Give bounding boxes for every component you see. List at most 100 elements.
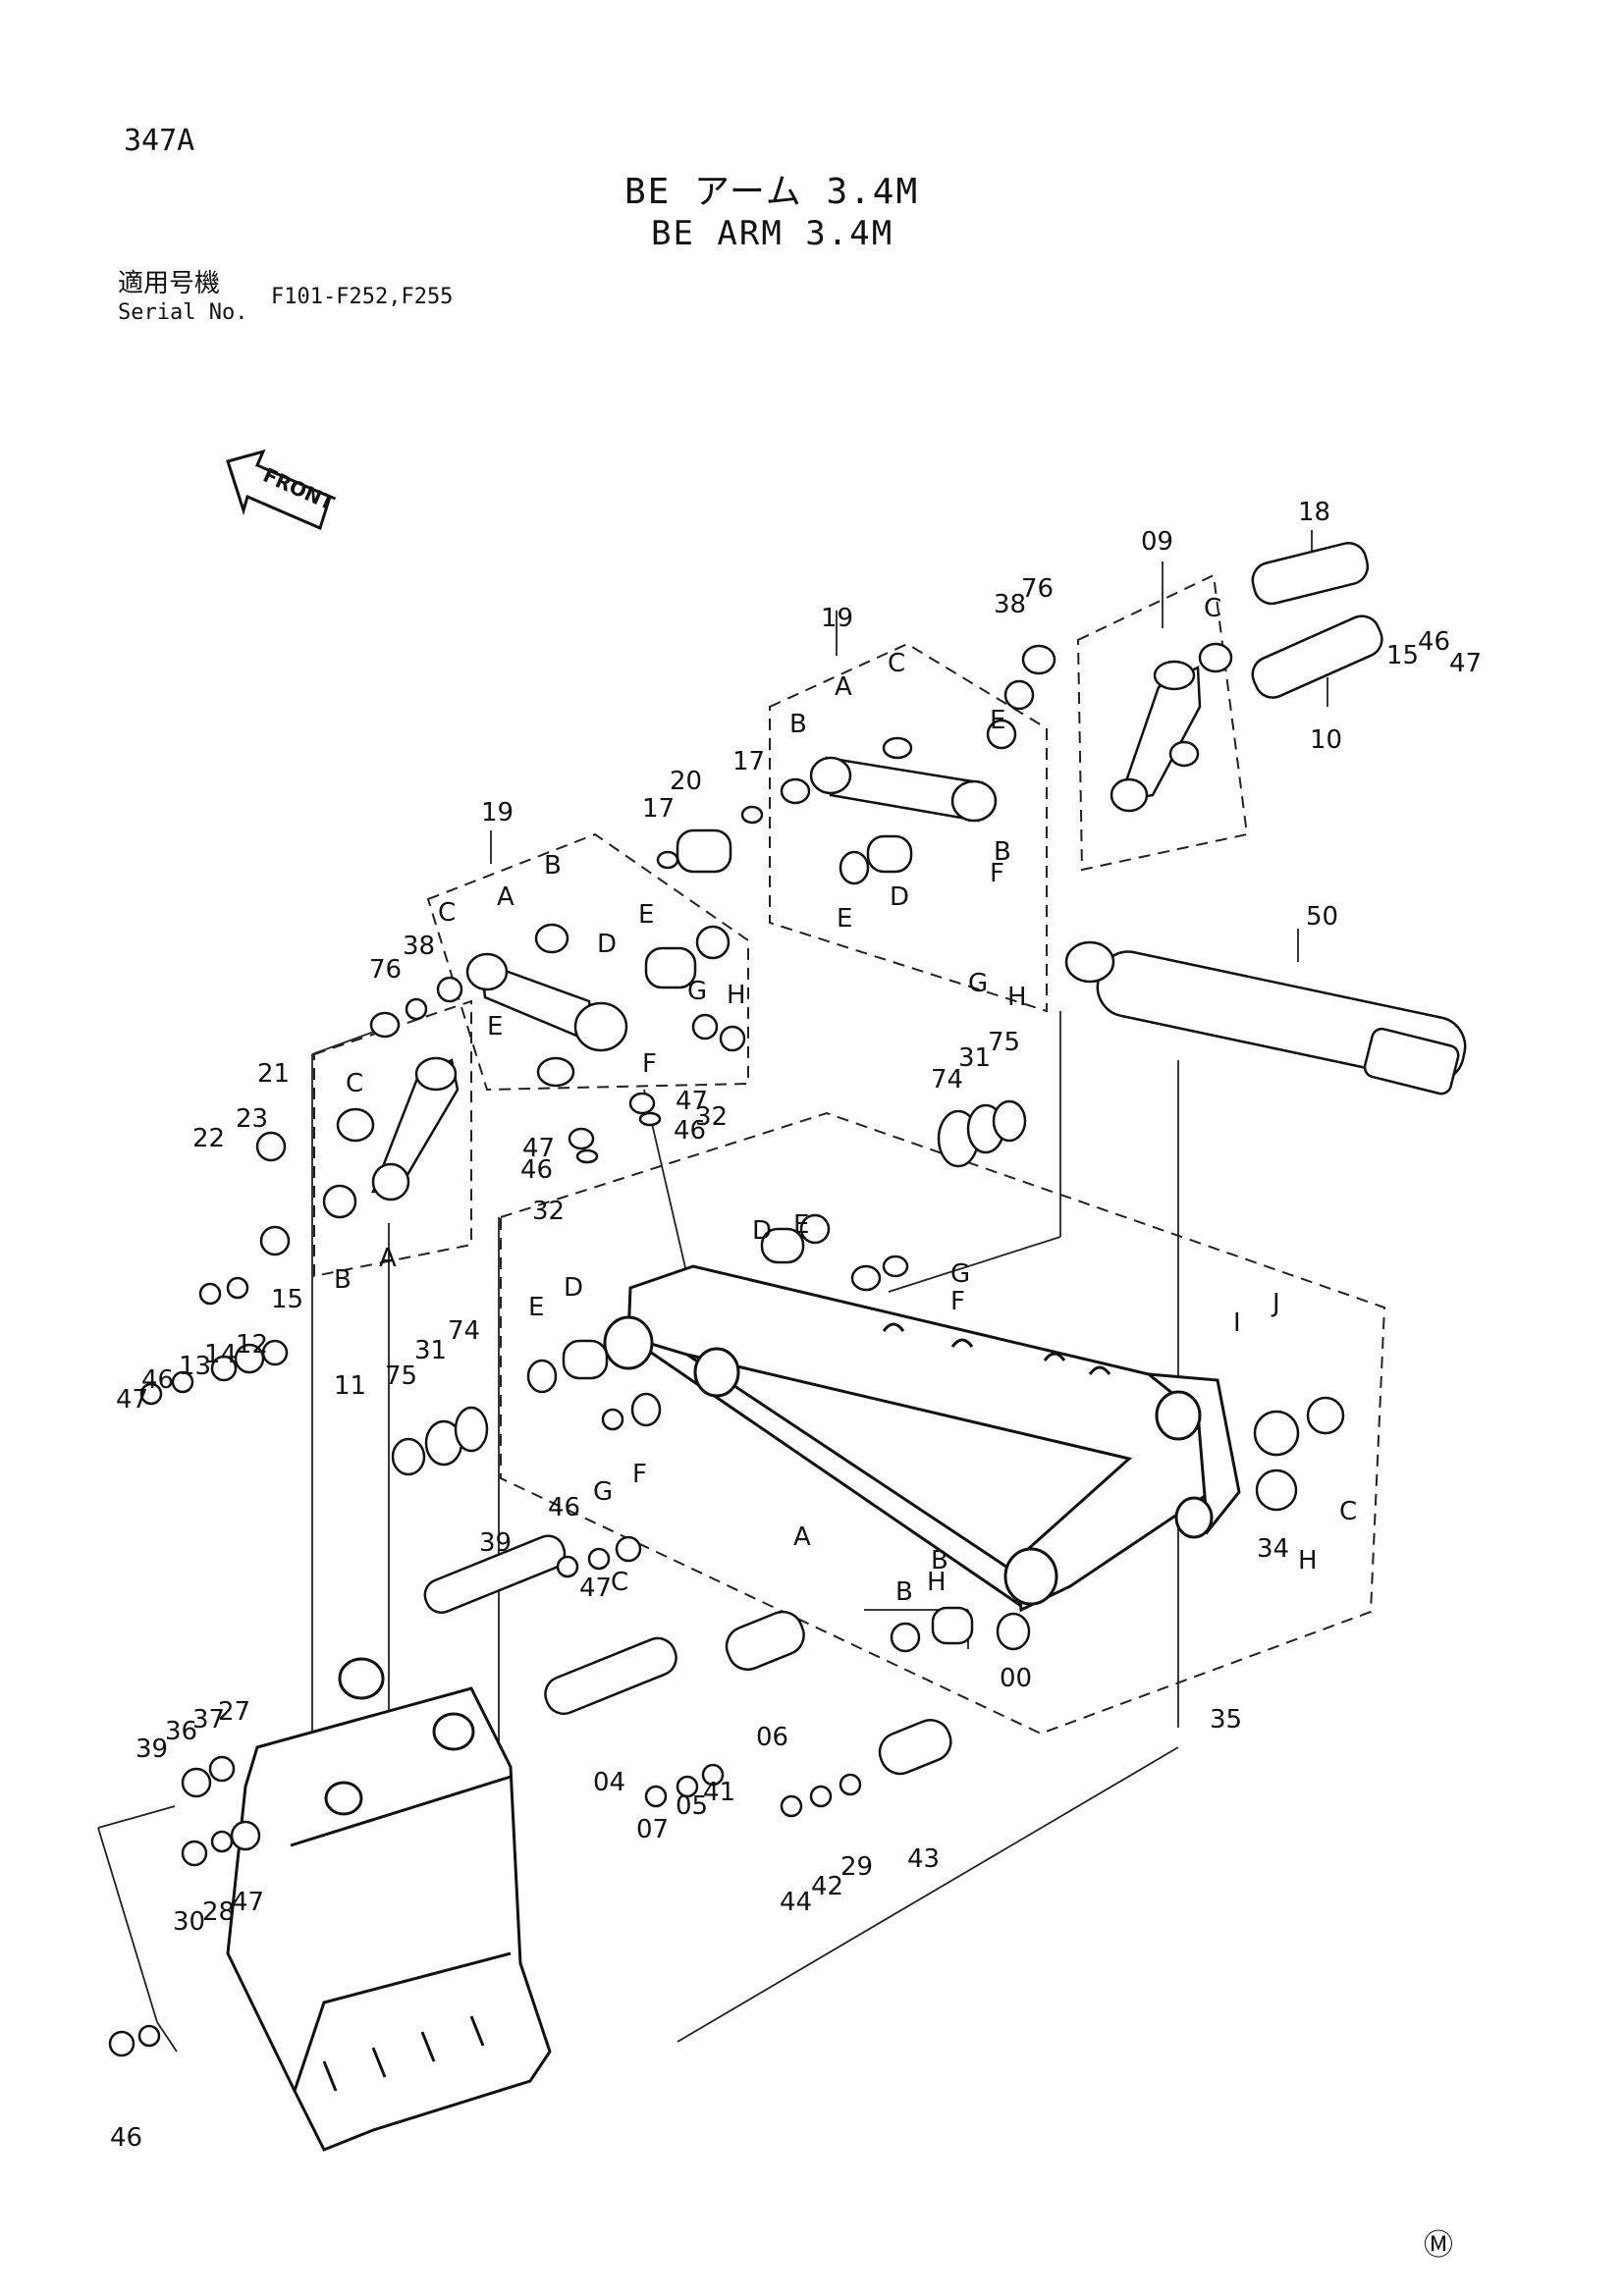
callout-label: 47 [522, 1134, 555, 1163]
callout-label: 75 [988, 1028, 1020, 1057]
callout-label: 15 [271, 1285, 303, 1314]
callout-label: 31 [958, 1043, 991, 1073]
callout-label: 09 [1141, 527, 1173, 557]
callout-label: 46 [110, 2123, 142, 2153]
callout-label: F [632, 1460, 647, 1489]
callout-label: 06 [756, 1723, 788, 1752]
callout-label: 36 [165, 1717, 197, 1746]
callout-label: H [927, 1568, 947, 1597]
callout-label: 23 [236, 1104, 268, 1134]
callout-label: B [931, 1546, 948, 1575]
callout-label: B [994, 837, 1011, 867]
callout-label: A [793, 1522, 811, 1552]
callout-label: 47 [579, 1574, 612, 1603]
page-code: 347A [124, 124, 195, 158]
group-outline-09 [1076, 573, 1249, 872]
callout-label: 75 [385, 1362, 417, 1391]
callout-label: A [835, 672, 852, 702]
callout-label: 34 [1257, 1534, 1289, 1564]
callout-label: G [968, 969, 988, 998]
callout-label: 32 [532, 1197, 565, 1226]
callout-label: 15 [1386, 641, 1419, 670]
callout-label: D [597, 930, 617, 959]
callout-label: D [890, 882, 909, 912]
callout-label: C [346, 1069, 363, 1098]
link-and-pin-parts [108, 542, 1467, 2057]
callout-label: 14 [204, 1340, 237, 1369]
front-arrow-icon: FRONT [226, 449, 338, 531]
callout-label: 74 [931, 1065, 963, 1095]
serial-label-japanese: 適用号機 [118, 269, 221, 298]
callout-label: C [438, 898, 456, 928]
callout-label: 41 [703, 1778, 735, 1807]
callout-label: 35 [1210, 1705, 1242, 1735]
callout-label: F [642, 1049, 657, 1079]
diagram-title-english: BE ARM 3.4M [651, 214, 894, 253]
footer-mark: Ⓜ [1424, 2228, 1453, 2263]
callout-label: 46 [548, 1493, 580, 1522]
callout-label: E [990, 706, 1005, 735]
callout-label: 04 [593, 1768, 625, 1797]
callout-label: 42 [811, 1872, 843, 1901]
group-outline-00-arm [500, 1111, 1386, 1735]
callout-label: D [564, 1273, 583, 1303]
callout-label: 47 [676, 1087, 708, 1116]
callout-label: B [334, 1265, 352, 1295]
callout-label: C [1339, 1497, 1357, 1526]
callout-label: 43 [907, 1844, 940, 1874]
callout-label: 07 [636, 1815, 669, 1844]
callout-label: 30 [173, 1907, 205, 1937]
callout-label: 37 [192, 1705, 225, 1735]
callout-label: 29 [840, 1852, 873, 1882]
callout-label: 19 [821, 604, 853, 633]
callout-label: 18 [1298, 498, 1330, 527]
callout-label: 74 [448, 1316, 480, 1346]
callout-label: D [752, 1216, 772, 1246]
bucket [226, 1657, 552, 2152]
callout-label: F [950, 1287, 965, 1316]
group-outline-19-upper [769, 642, 1048, 1013]
group-outlines [313, 573, 1386, 1735]
callout-label: 47 [116, 1385, 148, 1415]
callout-label: 31 [414, 1336, 447, 1365]
callout-label: G [687, 977, 707, 1006]
callout-label: 50 [1306, 902, 1338, 932]
callout-label: E [638, 900, 654, 930]
diagram-title-japanese: BE アーム 3.4M [624, 172, 920, 212]
callout-label: 44 [780, 1888, 812, 1917]
callout-label: I [1233, 1308, 1241, 1338]
callout-label: 47 [1449, 649, 1482, 678]
callout-label: H [1298, 1546, 1318, 1575]
callout-label: G [593, 1477, 613, 1507]
serial-number-range: F101-F252,F255 [271, 285, 454, 309]
callout-label: H [1007, 983, 1027, 1012]
callout-label: 22 [192, 1124, 225, 1153]
callout-label: 17 [732, 747, 765, 776]
callout-label: 38 [994, 590, 1026, 619]
callout-label: 11 [334, 1371, 366, 1401]
callout-label: 46 [1418, 627, 1450, 657]
callout-label: 21 [257, 1059, 290, 1089]
callout-label: 05 [676, 1791, 708, 1821]
callout-label: 00 [1000, 1664, 1032, 1693]
callout-label: 27 [218, 1697, 250, 1727]
callout-label: 19 [481, 798, 514, 828]
callout-label: J [1271, 1289, 1280, 1318]
callout-label: B [544, 851, 562, 881]
callout-label: A [379, 1244, 397, 1273]
callout-label: 38 [403, 932, 435, 961]
callout-label: 28 [202, 1897, 235, 1927]
callout-label: 76 [369, 955, 402, 985]
callout-label: G [950, 1259, 970, 1289]
callout-label: 76 [1021, 574, 1054, 604]
callout-label: F [990, 859, 1004, 888]
serial-label-english: Serial No. [118, 300, 248, 325]
group-outline-19-lower [426, 832, 749, 1092]
callout-label: C [1204, 594, 1221, 623]
callout-label: 10 [1310, 725, 1342, 755]
callout-label: E [528, 1293, 544, 1322]
callout-label: B [895, 1577, 913, 1607]
callout-label: E [837, 904, 852, 934]
callout-label: H [727, 981, 746, 1010]
